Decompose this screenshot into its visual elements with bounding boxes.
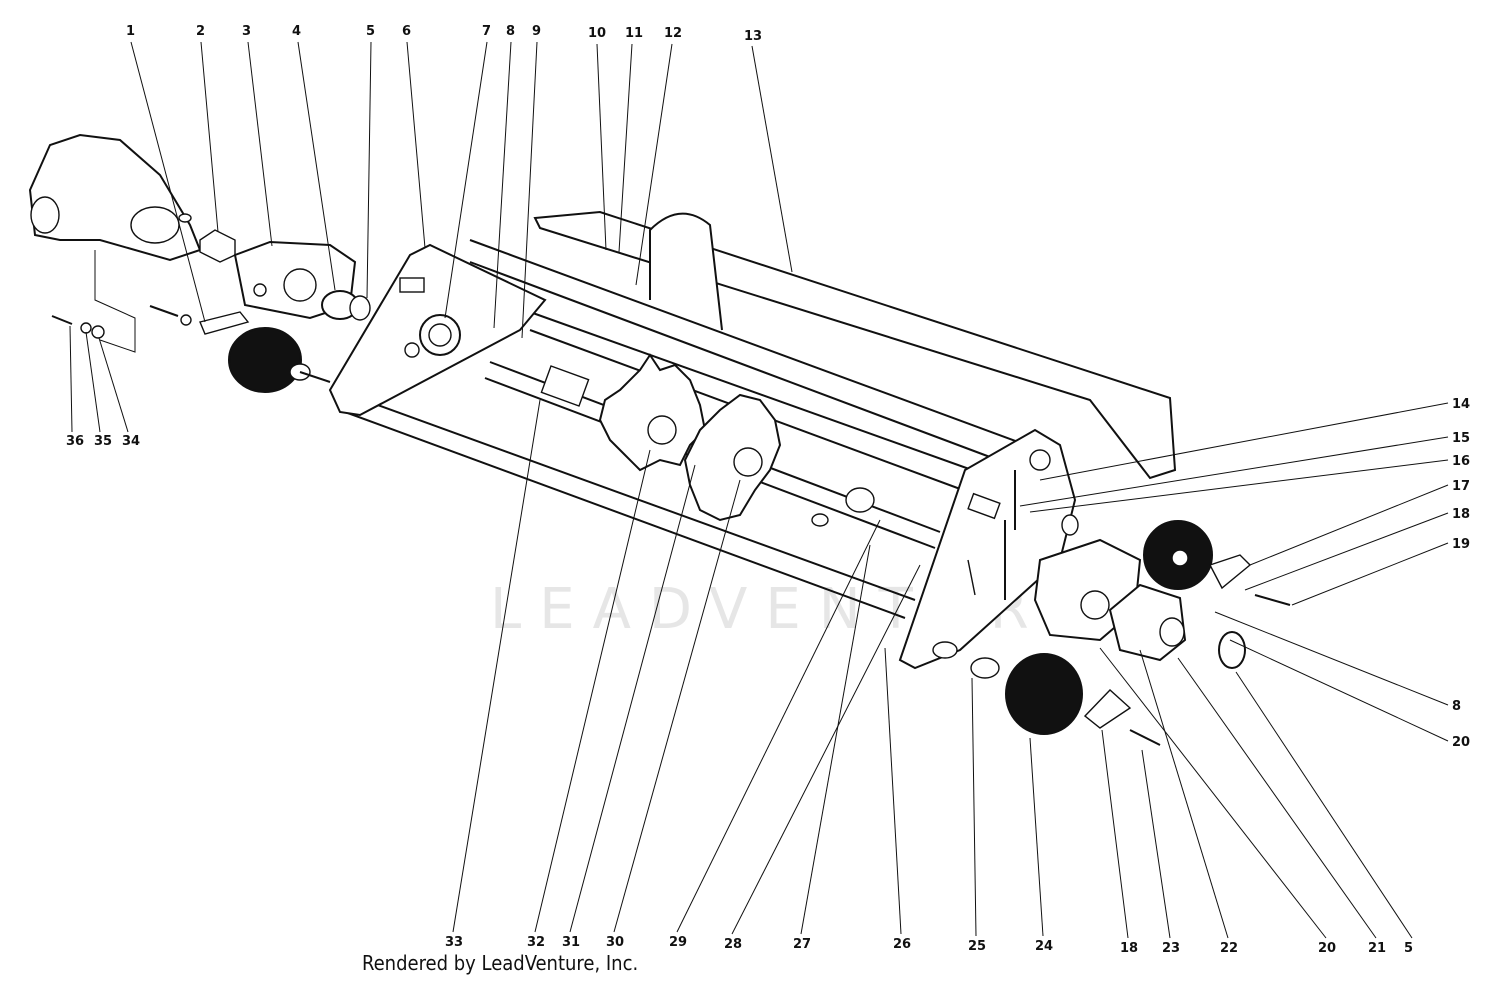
callout-1: 1 (126, 24, 135, 39)
callouts-bottom: 33 32 31 30 29 28 27 26 25 24 18 23 22 2… (445, 399, 1413, 956)
callout-11: 11 (625, 26, 643, 41)
callout-13: 13 (744, 29, 762, 44)
callout-9: 9 (532, 24, 541, 39)
callout-17: 17 (1452, 479, 1470, 494)
drive-shaft (484, 353, 941, 549)
callout-10: 10 (588, 26, 606, 41)
frame-assembly (328, 210, 1177, 670)
callouts-right: 14 15 16 17 18 19 8 20 (1019, 397, 1470, 750)
callout-23: 23 (1162, 941, 1180, 956)
callout-16: 16 (1452, 454, 1470, 469)
callout-19: 19 (1452, 537, 1470, 552)
callouts-left: 36 35 34 (66, 325, 140, 449)
callout-18: 18 (1452, 507, 1470, 522)
callout-18-bottom: 18 (1120, 941, 1138, 956)
callout-25: 25 (968, 939, 986, 954)
callout-8-right: 8 (1452, 699, 1461, 714)
callout-35: 35 (94, 434, 112, 449)
callouts-top: 1 2 3 4 5 6 7 8 9 10 11 12 13 (126, 24, 762, 44)
bearing-left (321, 290, 371, 321)
callout-14: 14 (1452, 397, 1470, 412)
coupler-nut (199, 229, 236, 263)
callout-5-bottom: 5 (1404, 941, 1413, 956)
hydraulic-motor (28, 133, 202, 262)
callout-30: 30 (606, 935, 624, 950)
callout-21: 21 (1368, 941, 1386, 956)
callout-22: 22 (1220, 941, 1238, 956)
callout-33: 33 (445, 935, 463, 950)
callout-5: 5 (366, 24, 375, 39)
render-credit: Rendered by LeadVenture, Inc. (362, 951, 639, 975)
callout-3: 3 (242, 24, 251, 39)
right-assembly (967, 470, 1291, 669)
roller-right (932, 641, 1161, 746)
callout-6: 6 (402, 24, 411, 39)
callout-34: 34 (122, 434, 140, 449)
callout-8: 8 (506, 24, 515, 39)
bearing-flange (419, 314, 461, 356)
callout-36: 36 (66, 434, 84, 449)
callout-29: 29 (669, 935, 687, 950)
callout-31: 31 (562, 935, 580, 950)
callout-12: 12 (664, 26, 682, 41)
callout-leaders (130, 41, 793, 339)
callout-7: 7 (482, 24, 491, 39)
callout-27: 27 (793, 937, 811, 952)
callout-24: 24 (1035, 939, 1053, 954)
callout-32: 32 (527, 935, 545, 950)
callout-20-bottom: 20 (1318, 941, 1336, 956)
callout-15: 15 (1452, 431, 1470, 446)
callout-2: 2 (196, 24, 205, 39)
callout-28: 28 (724, 937, 742, 952)
hardware-left (51, 250, 250, 353)
roller-left (228, 327, 331, 393)
callout-20-right: 20 (1452, 735, 1470, 750)
callout-4: 4 (292, 24, 301, 39)
callout-26: 26 (893, 937, 911, 952)
